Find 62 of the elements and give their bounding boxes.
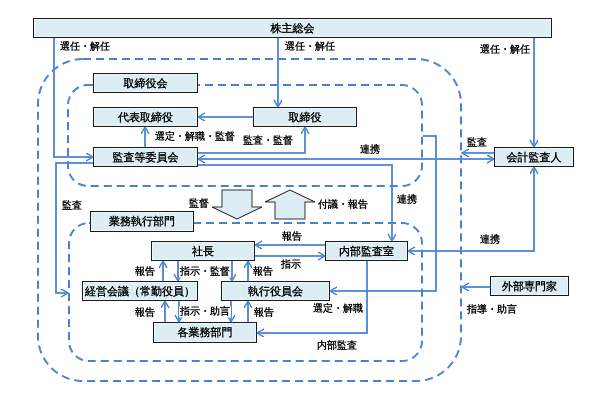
org-unit-box: 取締役 bbox=[253, 107, 357, 127]
edge-label: 連携 bbox=[479, 234, 501, 246]
arrow bbox=[158, 260, 168, 281]
edge-label: 選任・解任 bbox=[479, 44, 531, 56]
edge-label: 報告 bbox=[252, 266, 274, 278]
arrow bbox=[407, 166, 539, 256]
arrow bbox=[174, 301, 184, 323]
arrow bbox=[254, 240, 325, 250]
edge-label: 監督 bbox=[188, 198, 210, 210]
edge-label: 監査 bbox=[466, 138, 488, 148]
arrow bbox=[227, 261, 237, 282]
arrow bbox=[329, 135, 437, 296]
arrow bbox=[461, 282, 490, 292]
edge-label: 指示・監督 bbox=[179, 266, 231, 278]
arrow bbox=[461, 148, 494, 158]
arrow bbox=[529, 38, 539, 148]
org-unit-box: 取締役会 bbox=[93, 73, 198, 93]
org-unit-box: 社長 bbox=[151, 241, 255, 261]
org-unit-box: 執行役員会 bbox=[221, 281, 330, 301]
arrow bbox=[243, 260, 253, 281]
arrow bbox=[197, 154, 495, 164]
arrow bbox=[197, 112, 253, 122]
edge-label: 選定・解職・監督 bbox=[154, 132, 236, 142]
arrow bbox=[173, 261, 183, 282]
edge-label: 内部監査 bbox=[316, 340, 358, 352]
edge-label: 報告 bbox=[134, 308, 156, 318]
org-unit-box: 株主総会 bbox=[33, 18, 552, 38]
edge-label: 指導・助言 bbox=[466, 304, 518, 316]
org-unit-box: 会計監査人 bbox=[494, 147, 574, 167]
org-unit-box: 内部監査室 bbox=[325, 241, 408, 261]
block-arrow bbox=[212, 190, 262, 220]
edge-label: 報告 bbox=[134, 266, 156, 278]
arrow bbox=[53, 38, 94, 162]
org-unit-box: 外部専門家 bbox=[490, 276, 569, 296]
edge-label: 連携 bbox=[359, 144, 381, 156]
arrow bbox=[226, 301, 236, 323]
arrow bbox=[255, 251, 326, 261]
arrow bbox=[243, 300, 253, 322]
block-arrow bbox=[264, 189, 316, 220]
arrow bbox=[160, 300, 170, 322]
edge-label: 指示 bbox=[280, 260, 302, 270]
edge-label: 指示・助言 bbox=[179, 306, 231, 318]
arrow bbox=[55, 162, 93, 298]
org-unit-box: 各業務部門 bbox=[153, 322, 257, 343]
edge-label: 選定・解職 bbox=[312, 304, 364, 314]
arrow bbox=[198, 126, 310, 154]
edge-label: 報告 bbox=[281, 232, 303, 242]
arrow bbox=[198, 164, 397, 242]
edge-label: 選任・解任 bbox=[284, 42, 336, 52]
org-unit-box: 経営会議（常勤役員） bbox=[82, 281, 198, 301]
arrow bbox=[273, 38, 283, 108]
edge-label: 監査 bbox=[61, 200, 83, 212]
arrow bbox=[256, 261, 368, 338]
org-unit-box: 代表取締役 bbox=[93, 107, 198, 127]
edge-label: 選任・解任 bbox=[59, 42, 111, 52]
edge-label: 付議・報告 bbox=[317, 200, 369, 210]
edge-label: 報告 bbox=[253, 308, 275, 318]
org-unit-box: 業務執行部門 bbox=[90, 211, 194, 232]
edge-label: 監査・監督 bbox=[242, 136, 294, 146]
org-unit-box: 監査等委員会 bbox=[93, 147, 198, 167]
edge-label: 連携 bbox=[396, 194, 418, 206]
arrow bbox=[140, 126, 150, 147]
